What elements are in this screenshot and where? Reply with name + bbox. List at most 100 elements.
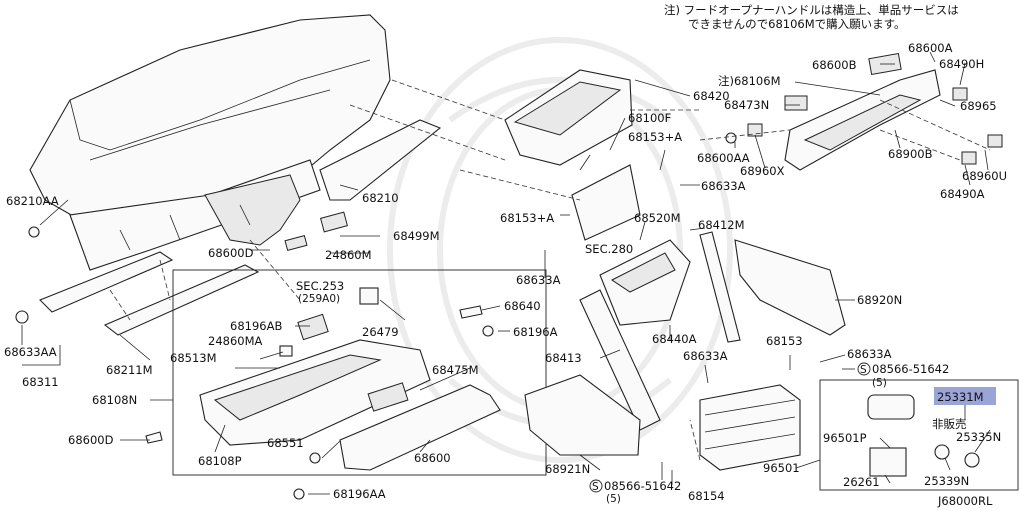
side-trim-68412M xyxy=(699,231,741,343)
diagram-code: J68000RL xyxy=(937,494,993,508)
label-sec253: SEC.253 xyxy=(296,279,344,293)
label-68106M: 注)68106M xyxy=(718,74,781,88)
svg-text:S: S xyxy=(592,481,599,493)
clip-68600D xyxy=(145,431,163,444)
switch-25331M xyxy=(867,394,915,420)
display-sec280 xyxy=(571,164,641,241)
label-68490A: 68490A xyxy=(940,187,985,201)
glovebox-group-frame xyxy=(172,269,547,476)
label-68600: 68600 xyxy=(414,451,451,465)
label-68520M: 68520M xyxy=(634,211,681,225)
label-26479: 26479 xyxy=(362,325,399,339)
switch-68490A xyxy=(961,151,977,165)
center-trim-68210 xyxy=(319,119,442,201)
switch-68499M xyxy=(319,211,349,233)
label-24860M: 24860M xyxy=(325,248,372,262)
label-08566-right-qty: (5) xyxy=(872,377,887,389)
bracket-96501 xyxy=(699,384,801,471)
clip-68551 xyxy=(309,452,321,464)
label-26261: 26261 xyxy=(843,475,880,489)
label-96501P: 96501P xyxy=(823,431,867,445)
label-68196A: 68196A xyxy=(513,325,558,339)
label-sec253-sub: (259A0) xyxy=(298,293,340,305)
note-line-1: 注) フードオープナーハンドルは構造上、単品サービスは xyxy=(664,3,959,17)
label-68960X: 68960X xyxy=(740,164,785,178)
glove-box xyxy=(199,287,501,471)
label-08566-bottom-text: 08566-51642 xyxy=(604,479,681,493)
label-68920N: 68920N xyxy=(857,293,902,307)
clip-68640 xyxy=(459,305,483,319)
label-68210: 68210 xyxy=(362,191,399,205)
label-68413: 68413 xyxy=(545,351,582,365)
knob-25335N xyxy=(964,452,980,468)
label-68633A-left: 68633A xyxy=(516,273,561,287)
lower-panel-68106M xyxy=(784,69,941,171)
svg-text:S: S xyxy=(860,364,867,376)
label-68960U: 68960U xyxy=(962,169,1007,183)
label-68600AA: 68600AA xyxy=(697,151,750,165)
label-68633A-right: 68633A xyxy=(847,347,892,361)
label-68490H: 68490H xyxy=(939,57,984,71)
switch-68473N xyxy=(784,95,808,111)
label-68196AB: 68196AB xyxy=(230,319,282,333)
label-68153: 68153 xyxy=(766,334,803,348)
label-68108N: 68108N xyxy=(92,393,137,407)
label-96501: 96501 xyxy=(763,461,800,475)
label-68473N: 68473N xyxy=(724,98,769,112)
label-68311: 68311 xyxy=(22,375,59,389)
label-sec280: SEC.280 xyxy=(585,242,633,256)
label-68211M: 68211M xyxy=(106,363,153,377)
label-68475M: 68475M xyxy=(432,363,479,377)
label-68440A: 68440A xyxy=(652,332,697,346)
label-68640: 68640 xyxy=(504,299,541,313)
label-68600A: 68600A xyxy=(908,41,953,55)
label-68108P: 68108P xyxy=(198,454,242,468)
guide-lines xyxy=(109,79,991,461)
instrument-panel xyxy=(29,14,391,271)
label-68100F: 68100F xyxy=(628,111,671,125)
label-68153A-left: 68153+A xyxy=(500,211,554,225)
screw-68210AA xyxy=(28,226,40,238)
clip-68633AA xyxy=(15,310,29,324)
center-upper-68420 xyxy=(504,69,633,166)
label-68600B: 68600B xyxy=(812,58,857,72)
label-08566-bottom: S 08566-51642 (5) xyxy=(589,479,681,505)
label-68153A-top: 68153+A xyxy=(628,130,682,144)
label-68900B: 68900B xyxy=(888,147,933,161)
highlight-25331M xyxy=(934,387,996,405)
connector-24860M xyxy=(284,234,308,252)
clip-68196A xyxy=(482,325,494,337)
label-68600D-left: 68600D xyxy=(68,433,114,447)
label-68965: 68965 xyxy=(960,99,997,113)
label-hibaihin: 非販売 xyxy=(932,417,967,431)
label-68420: 68420 xyxy=(693,89,730,103)
clip-68196AA xyxy=(293,488,305,500)
label-68633A-mid: 68633A xyxy=(701,179,746,193)
leader-lines xyxy=(21,51,991,495)
label-68499M: 68499M xyxy=(393,229,440,243)
holder-26261 xyxy=(869,447,907,477)
label-08566-bottom-qty: (5) xyxy=(606,493,621,505)
label-08566-right: S 08566-51642 (5) xyxy=(857,362,949,389)
trim-strip-68211M xyxy=(103,264,260,336)
label-68633A-low: 68633A xyxy=(683,349,728,363)
knob-25339N xyxy=(934,444,950,460)
note-line-2: できませんので68106Mで購入願います。 xyxy=(688,17,906,31)
label-68412M: 68412M xyxy=(698,218,745,232)
label-25331M: 25331M xyxy=(937,390,984,404)
label-08566-right-text: 08566-51642 xyxy=(872,362,949,376)
side-trim-68413 xyxy=(579,289,661,431)
label-68154: 68154 xyxy=(688,489,725,503)
clip-68600AA xyxy=(725,132,737,144)
label-68633AA: 68633AA xyxy=(4,345,57,359)
label-68921N: 68921N xyxy=(545,462,590,476)
label-25335N: 25335N xyxy=(956,430,1001,444)
switch-68960U xyxy=(987,134,1003,148)
panel-68921N xyxy=(524,374,641,456)
trim-68311 xyxy=(39,251,174,313)
label-68600D-top: 68600D xyxy=(208,246,254,260)
label-24860MA: 24860MA xyxy=(208,334,263,348)
label-68513M: 68513M xyxy=(170,351,217,365)
label-68551: 68551 xyxy=(267,436,304,450)
